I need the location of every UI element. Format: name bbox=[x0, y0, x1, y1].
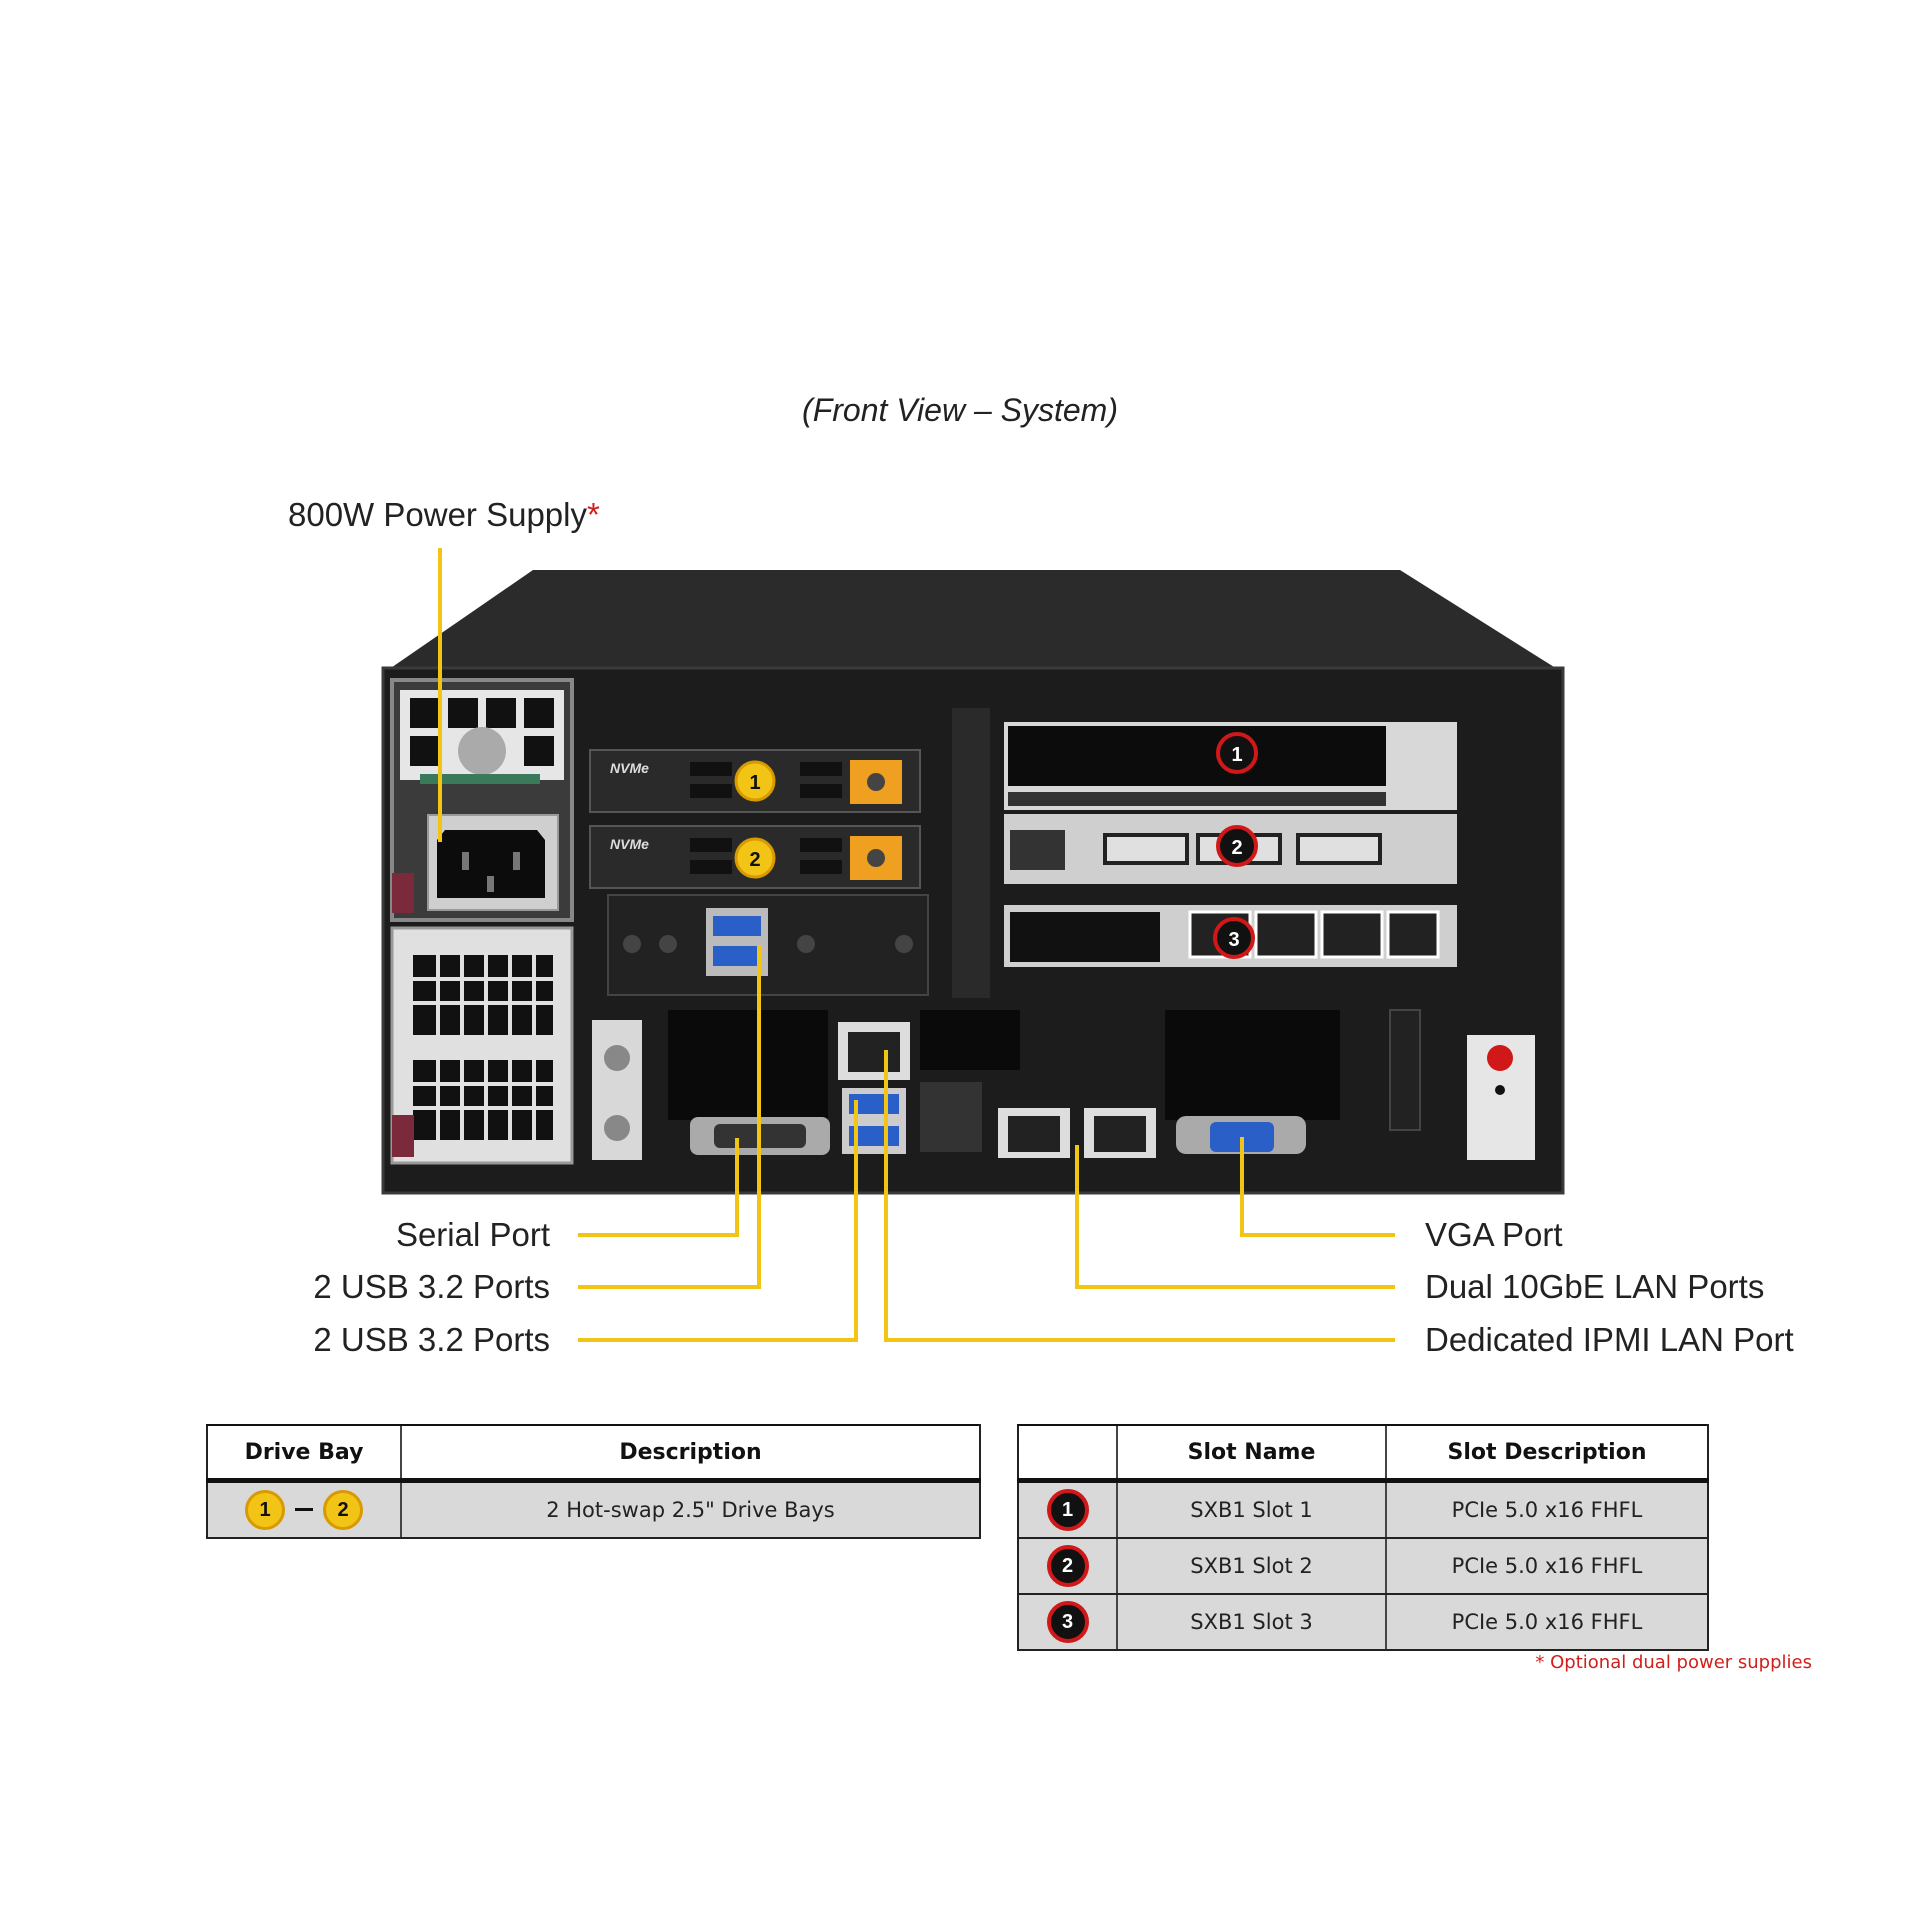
slot-badge: 3 bbox=[1046, 1601, 1089, 1643]
slot-table: Slot Name Slot Description 1 SXB1 Slot 1… bbox=[1017, 1424, 1709, 1651]
line-usb-b bbox=[578, 1100, 858, 1342]
callout-power-supply-text: 800W Power Supply bbox=[288, 496, 587, 533]
nvme-label-2: NVMe bbox=[610, 836, 649, 852]
nvme-label-1: NVMe bbox=[610, 760, 649, 776]
slot-number-header bbox=[1017, 1424, 1117, 1483]
bay-badge-to: 2 bbox=[323, 1490, 363, 1530]
footnote: * Optional dual power supplies bbox=[1535, 1652, 1812, 1673]
slot-number-cell: 1 bbox=[1017, 1480, 1117, 1539]
slot-badge-1-text: 1 bbox=[1231, 744, 1242, 766]
power-supply-module bbox=[390, 678, 574, 922]
callout-usb-ports-a: 2 USB 3.2 Ports bbox=[313, 1268, 550, 1305]
table-row: 2 SXB1 Slot 2 PCIe 5.0 x16 FHFL bbox=[1017, 1538, 1709, 1595]
slot-description-cell: PCIe 5.0 x16 FHFL bbox=[1385, 1538, 1709, 1595]
line-usb-a bbox=[578, 945, 761, 1289]
bay-badge-from: 1 bbox=[245, 1490, 285, 1530]
slot-badge-2-text: 2 bbox=[1231, 837, 1242, 859]
drive-bay-header: Drive Bay bbox=[206, 1424, 401, 1483]
table-row: 1 SXB1 Slot 1 PCIe 5.0 x16 FHFL bbox=[1017, 1480, 1709, 1539]
slot-name-cell: SXB1 Slot 1 bbox=[1116, 1480, 1386, 1539]
range-dash bbox=[295, 1508, 313, 1511]
figure-caption: (Front View – System) bbox=[802, 392, 1118, 428]
bay-badge-2: 2 bbox=[734, 837, 776, 879]
callout-ipmi-lan-port: Dedicated IPMI LAN Port bbox=[1425, 1321, 1794, 1358]
slot-name-cell: SXB1 Slot 2 bbox=[1116, 1538, 1386, 1595]
bay-badge-1-text: 1 bbox=[749, 772, 760, 794]
slot-badge: 2 bbox=[1046, 1545, 1089, 1587]
power-button bbox=[1487, 1045, 1513, 1071]
callout-vga-port: VGA Port bbox=[1425, 1216, 1563, 1253]
slot-badge-3: 3 bbox=[1213, 917, 1255, 959]
slot-number-cell: 3 bbox=[1017, 1594, 1117, 1651]
psu-blank bbox=[390, 926, 574, 1165]
callout-power-supply: 800W Power Supply* bbox=[288, 496, 600, 534]
slot-description-cell: PCIe 5.0 x16 FHFL bbox=[1385, 1594, 1709, 1651]
slot-name-cell: SXB1 Slot 3 bbox=[1116, 1594, 1386, 1651]
bay-badge-2-text: 2 bbox=[749, 849, 760, 871]
line-lan bbox=[1075, 1145, 1395, 1289]
slot-description-cell: PCIe 5.0 x16 FHFL bbox=[1385, 1480, 1709, 1539]
chassis-top bbox=[385, 570, 1562, 672]
slot-number-cell: 2 bbox=[1017, 1538, 1117, 1595]
table-row: 3 SXB1 Slot 3 PCIe 5.0 x16 FHFL bbox=[1017, 1594, 1709, 1651]
slot-badge-2: 2 bbox=[1216, 825, 1258, 867]
drive-bay-description: 2 Hot-swap 2.5" Drive Bays bbox=[400, 1480, 981, 1539]
callout-serial-port: Serial Port bbox=[395, 1216, 550, 1253]
slot-name-header: Slot Name bbox=[1116, 1424, 1386, 1483]
line-serial bbox=[578, 1138, 739, 1237]
slot-description-header: Slot Description bbox=[1385, 1424, 1709, 1483]
slot-badge-3-text: 3 bbox=[1228, 929, 1239, 951]
slot-badge: 1 bbox=[1046, 1489, 1089, 1531]
callout-lines bbox=[438, 548, 1395, 1342]
expansion-slot-1 bbox=[1004, 722, 1457, 810]
front-io-panel bbox=[607, 894, 929, 996]
callout-lan-ports: Dual 10GbE LAN Ports bbox=[1425, 1268, 1765, 1305]
line-vga bbox=[1240, 1137, 1395, 1237]
bay-badge-1: 1 bbox=[734, 760, 776, 802]
description-header: Description bbox=[400, 1424, 981, 1483]
line-ipmi bbox=[884, 1050, 1395, 1342]
callout-power-supply-mark: * bbox=[586, 496, 600, 533]
callout-usb-ports-b: 2 USB 3.2 Ports bbox=[313, 1321, 550, 1358]
slot-badge-1: 1 bbox=[1216, 732, 1258, 774]
